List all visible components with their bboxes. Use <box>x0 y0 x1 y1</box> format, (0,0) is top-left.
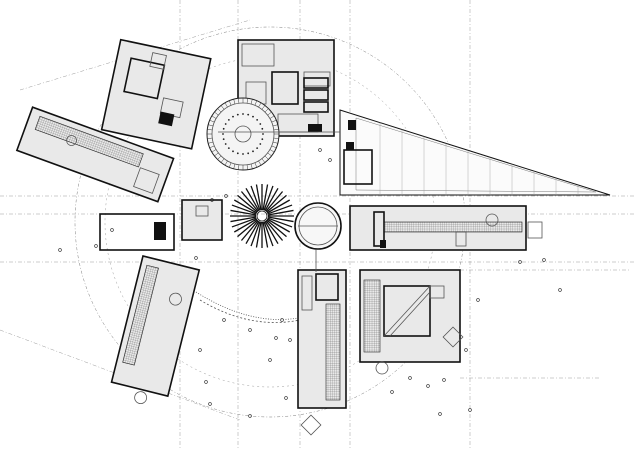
building-center-west <box>99 199 223 251</box>
building-southwest <box>110 255 201 405</box>
building-east <box>349 205 543 251</box>
sunburst-paving <box>230 184 294 248</box>
site-columns <box>58 148 562 418</box>
building-southeast <box>359 269 464 375</box>
building-northwest <box>100 38 212 150</box>
building-west <box>15 106 175 203</box>
rotunda-north <box>206 97 280 171</box>
rotunda-east <box>294 202 342 250</box>
walkways <box>195 131 340 320</box>
building-south <box>297 269 347 436</box>
wedge-canopy <box>339 109 611 196</box>
